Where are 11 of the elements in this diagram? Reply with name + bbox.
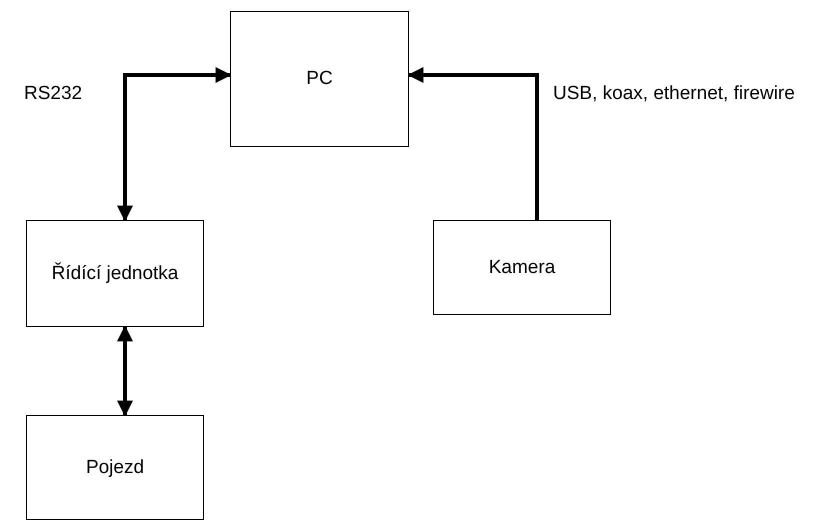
node-label: Pojezd	[86, 456, 144, 478]
process-box	[433, 220, 611, 315]
node-label: PC	[306, 68, 333, 90]
process-box	[26, 220, 204, 327]
process-box	[230, 11, 409, 147]
node-label: Řídící jednotka	[52, 262, 178, 284]
arrow	[407, 67, 539, 220]
node-label: Kamera	[488, 256, 556, 278]
arrow	[117, 67, 232, 222]
arrow	[117, 325, 133, 417]
process-box	[26, 415, 204, 520]
